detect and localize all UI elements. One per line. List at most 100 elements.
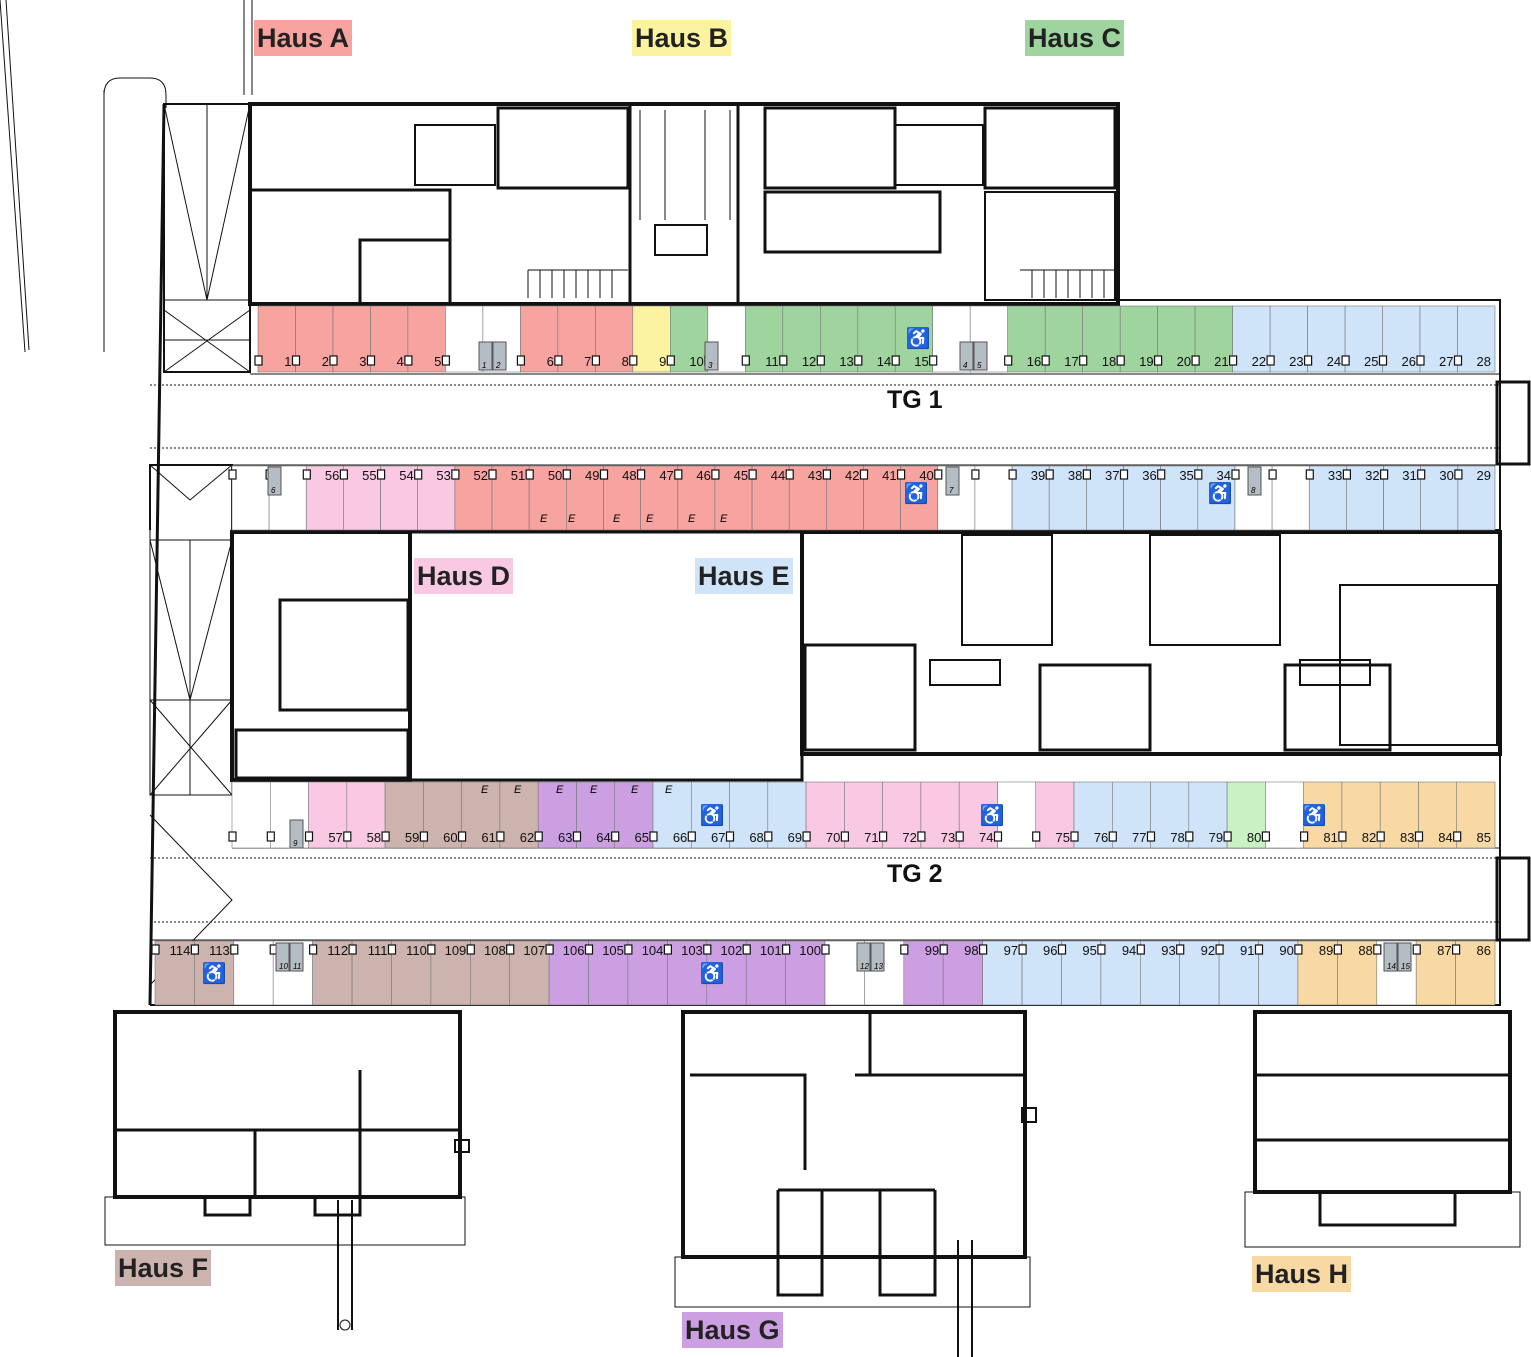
column-marker <box>896 469 906 480</box>
parking-space <box>857 305 896 373</box>
parking-space <box>430 940 471 1006</box>
ev-charging-mark: E <box>481 784 489 796</box>
storage-box <box>959 341 974 371</box>
parking-space <box>1269 305 1308 373</box>
label-tg1: TG 1 <box>887 386 943 414</box>
column-marker <box>458 831 467 842</box>
parking-number: 98 <box>964 943 978 958</box>
ev-charging-mark: E <box>514 784 522 796</box>
parking-number: 53 <box>436 468 450 483</box>
parking-number: 63 <box>558 830 572 845</box>
parking-space <box>669 305 709 373</box>
parking-space <box>1297 940 1338 1006</box>
parking-number: 95 <box>1082 943 1096 958</box>
parking-number: 8 <box>622 354 629 369</box>
storage-box <box>275 942 290 972</box>
parking-space <box>882 781 922 849</box>
parking-space <box>1112 781 1151 849</box>
parking-number: 14 <box>877 354 891 369</box>
parking-number: 76 <box>1094 830 1108 845</box>
column-marker <box>466 944 475 955</box>
ev-charging-mark: E <box>613 513 621 525</box>
parking-space <box>1218 940 1259 1006</box>
column-marker <box>1097 944 1106 955</box>
parking-space <box>469 940 510 1006</box>
column-marker <box>1194 469 1203 480</box>
column-marker <box>1045 469 1054 480</box>
ev-charging-mark: E <box>631 784 639 796</box>
column-marker <box>1146 831 1156 842</box>
column-marker <box>1008 469 1017 480</box>
column-marker <box>554 355 563 366</box>
column-marker <box>636 469 646 480</box>
parking-number: 11 <box>765 354 779 369</box>
column-marker <box>859 469 869 480</box>
parking-space <box>1119 305 1158 373</box>
parking-number: 40 <box>919 468 933 483</box>
parking-number: 86 <box>1477 943 1491 958</box>
parking-number: 57 <box>328 830 342 845</box>
parking-space <box>942 940 983 1006</box>
column-marker <box>488 469 497 480</box>
column-marker <box>993 831 1003 842</box>
storage-box <box>289 942 304 972</box>
parking-space <box>417 465 456 531</box>
column-marker <box>929 355 938 366</box>
column-marker <box>291 355 301 366</box>
parking-space <box>1379 781 1419 849</box>
parking-space <box>745 940 786 1006</box>
parking-space <box>958 781 998 849</box>
parking-number: 78 <box>1170 830 1184 845</box>
parking-number: 42 <box>845 468 859 483</box>
parking-number: 62 <box>520 830 534 845</box>
storage-box-number: 2 <box>495 361 501 370</box>
accessible-icon: ♿ <box>906 326 931 350</box>
storage-box-number: 5 <box>977 361 982 370</box>
parking-space <box>714 465 753 531</box>
parking-number: 108 <box>484 943 506 958</box>
parking-number: 59 <box>405 830 419 845</box>
parking-space <box>1258 940 1299 1006</box>
parking-space <box>1048 465 1087 531</box>
parking-number: 37 <box>1105 468 1119 483</box>
storage-box-number: 4 <box>963 361 968 370</box>
parking-space <box>805 781 845 849</box>
parking-number: 33 <box>1328 468 1342 483</box>
column-marker <box>687 831 696 842</box>
storage-box-number: 8 <box>1251 486 1256 495</box>
column-marker <box>779 355 788 366</box>
column-marker <box>591 355 601 366</box>
parking-number: 41 <box>882 468 896 483</box>
column-marker <box>1191 355 1200 366</box>
parking-space <box>1457 465 1496 531</box>
parking-space <box>844 781 884 849</box>
parking-space <box>407 305 446 373</box>
parking-number: 34 <box>1217 468 1231 483</box>
parking-number: 113 <box>209 943 230 958</box>
parking-space <box>351 940 392 1006</box>
parking-number: 105 <box>602 943 624 958</box>
parking-space <box>1226 781 1266 849</box>
parking-space <box>1061 940 1102 1006</box>
parking-number: 109 <box>445 943 467 958</box>
parking-space <box>1194 305 1233 373</box>
label-haus-g: Haus G <box>682 1312 783 1348</box>
column-marker <box>506 944 515 955</box>
column-marker <box>1223 831 1232 842</box>
column-marker <box>451 469 460 480</box>
storage-box <box>1247 466 1262 496</box>
column-marker <box>572 831 582 842</box>
parking-number: 73 <box>941 830 955 845</box>
parking-space <box>903 940 944 1006</box>
column-marker <box>1079 355 1088 366</box>
parking-number: 91 <box>1240 943 1254 958</box>
column-marker <box>1041 355 1050 366</box>
parking-number: 66 <box>673 830 687 845</box>
parking-number: 96 <box>1043 943 1057 958</box>
column-marker <box>703 944 712 955</box>
parking-number: 61 <box>481 830 495 845</box>
parking-number: 64 <box>596 830 610 845</box>
column-marker <box>1266 355 1275 366</box>
column-marker <box>1338 831 1347 842</box>
